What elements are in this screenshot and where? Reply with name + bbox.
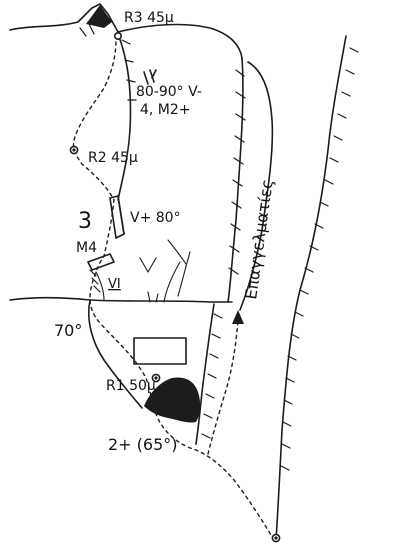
label-pitch1-grade: VI (108, 277, 121, 292)
shelter-box (133, 337, 187, 365)
right-buttress (227, 57, 274, 311)
ice-smear-top (143, 69, 157, 85)
label-pitch2-mixed: M4 (76, 240, 97, 256)
start-point-icon (271, 533, 281, 543)
pitch1-step (89, 269, 105, 301)
approach-route-line (207, 319, 239, 455)
approach-arrow-icon (232, 310, 244, 324)
summit-ridge (9, 3, 243, 59)
label-approach-grade: 2+ (65°) (108, 435, 178, 454)
climbing-route-line (72, 39, 275, 541)
ice-pillar (87, 195, 125, 271)
label-snow-angle: 70° (54, 321, 82, 340)
belay-r2-icon (69, 145, 79, 155)
label-r2: R2 45μ (88, 150, 138, 166)
label-valley-name: Επαγγελματίες (241, 178, 277, 301)
far-right-wall (275, 35, 359, 541)
belay-r3-icon (114, 31, 123, 40)
label-pitch3-mixed: 4, M2+ (140, 102, 191, 118)
label-r3: R3 45μ (124, 10, 174, 26)
lower-right-rib (195, 303, 223, 445)
label-pitch3-grade: 80-90° V- (136, 84, 202, 100)
label-r1: R1 50μ (106, 378, 156, 394)
belay-r1-icon (151, 373, 161, 383)
left-rock-wall (117, 33, 137, 201)
label-pitch2-grade: V+ 80° (130, 210, 181, 226)
rock-outcrop (144, 377, 201, 423)
lower-left-slope (87, 299, 143, 409)
snow-ledge (9, 239, 233, 303)
label-pitch2-number: 3 (78, 209, 92, 234)
